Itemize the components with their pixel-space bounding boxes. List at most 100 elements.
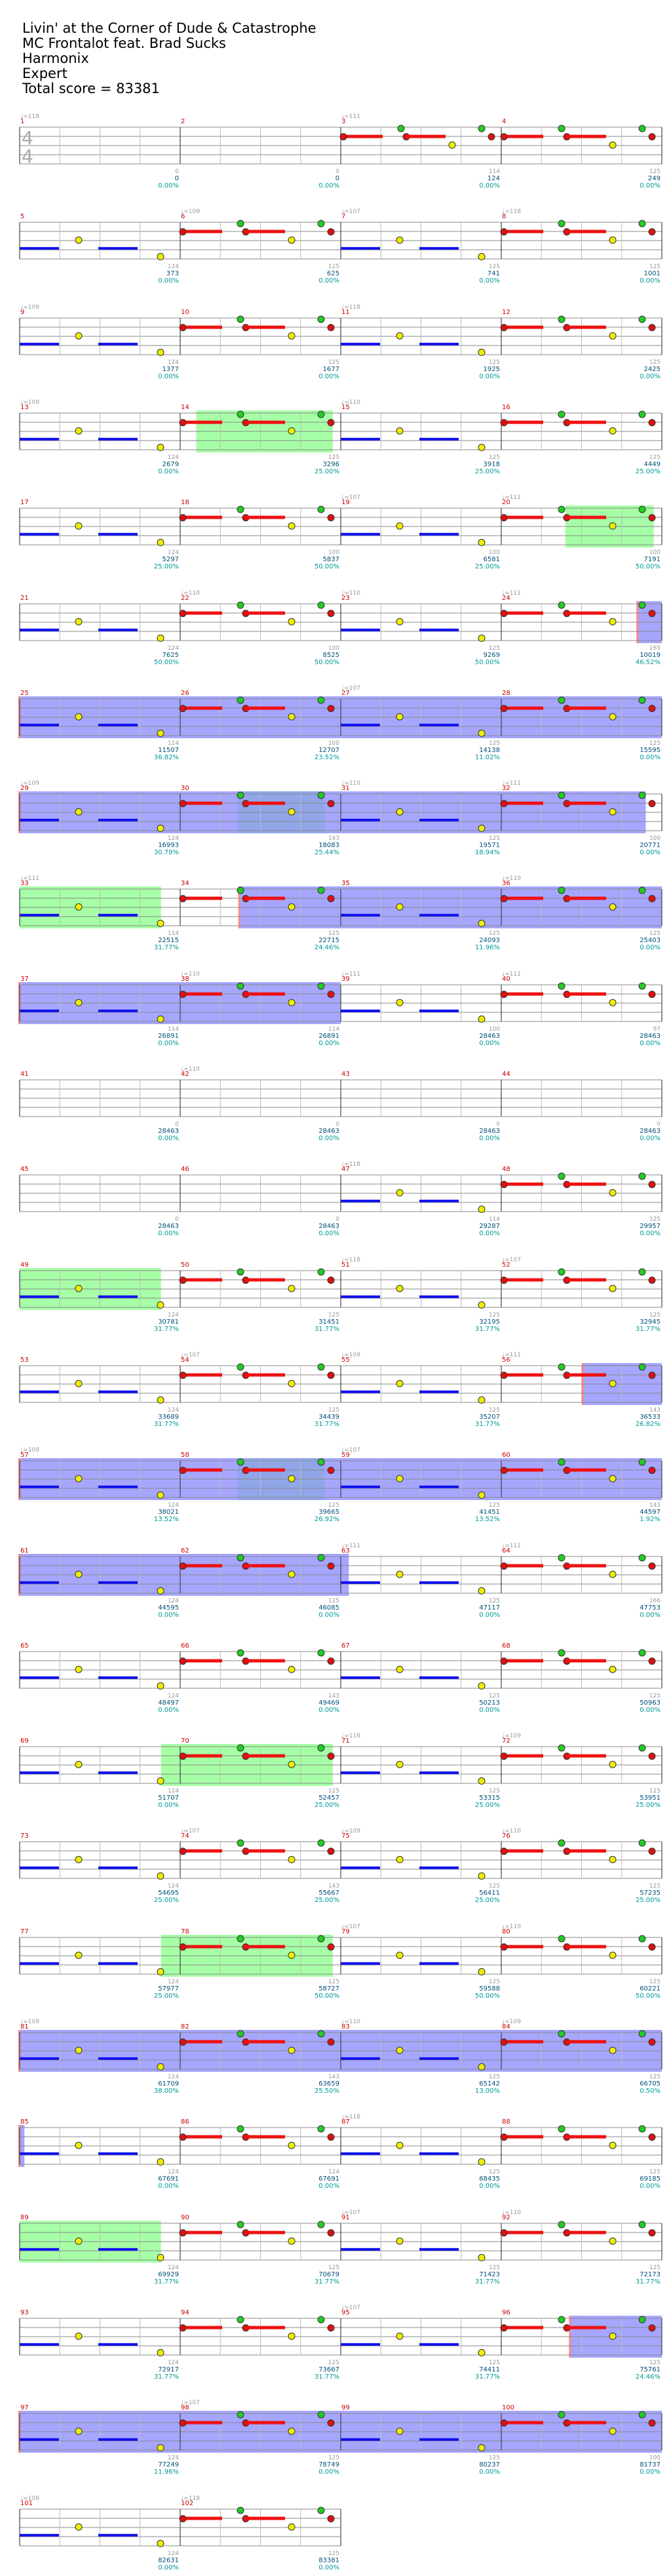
measure-number: 84 [502, 2023, 510, 2031]
yellow-note [75, 2141, 83, 2149]
measure-note-count: 125 [489, 454, 500, 461]
red-sustain [567, 2326, 606, 2329]
blue-sustain [419, 437, 459, 441]
blue-sustain [98, 2533, 138, 2537]
yellow-note [288, 1665, 296, 1673]
blue-sustain [98, 818, 138, 822]
measure-multiplier: 31.77% [154, 944, 179, 951]
yellow-note [288, 618, 296, 625]
measure-number: 39 [341, 976, 350, 983]
blue-sustain [20, 342, 59, 346]
measure-note-count: 143 [328, 835, 339, 842]
measure-note-count: 124 [168, 1693, 179, 1699]
green-note [558, 1268, 566, 1276]
measure-score: 47753 [640, 1604, 661, 1612]
yellow-note [288, 2046, 296, 2054]
measure-note-count: 125 [328, 930, 339, 937]
green-note [638, 1744, 646, 1752]
yellow-note [478, 634, 486, 642]
measure-score: 36533 [640, 1414, 661, 1421]
red-sustain [504, 706, 543, 710]
measure-note-count: 0 [336, 1216, 339, 1223]
measure-number: 35 [341, 880, 350, 887]
measure-number: 98 [181, 2404, 189, 2411]
measure-score: 29957 [640, 1223, 661, 1230]
measure-score: 28463 [640, 1033, 661, 1040]
measure-note-count: 125 [649, 1693, 661, 1699]
red-sustain [183, 2230, 222, 2234]
measure-score: 32195 [479, 1318, 500, 1326]
yellow-note [396, 2332, 404, 2340]
yellow-note [75, 1475, 83, 1482]
green-note [638, 2316, 646, 2324]
measure-number: 66 [181, 1642, 189, 1650]
blue-sustain [98, 2057, 138, 2060]
yellow-note [609, 427, 617, 435]
yellow-note [157, 2444, 164, 2451]
green-note [237, 1649, 244, 1657]
blue-sustain [20, 1771, 59, 1774]
measure-multiplier: 0.00% [479, 373, 500, 380]
red-sustain [246, 1278, 285, 1282]
red-note [179, 324, 187, 332]
yellow-note [75, 903, 83, 911]
red-sustain [567, 2040, 606, 2044]
red-note [648, 1657, 656, 1665]
tempo-marker: ♩=110 [341, 590, 360, 597]
red-note [327, 1372, 335, 1379]
measure-score: 741 [488, 270, 500, 277]
red-sustain [567, 1659, 606, 1663]
tempo-marker: ♩=111 [341, 113, 360, 120]
green-note [558, 886, 566, 894]
green-note [237, 315, 244, 323]
red-sustain [246, 2135, 285, 2139]
measure-score: 44597 [640, 1509, 661, 1516]
yellow-note [288, 1951, 296, 1959]
yellow-note [478, 729, 486, 737]
red-note [500, 1467, 508, 1475]
measure-score: 28463 [318, 1128, 339, 1135]
red-sustain [183, 1278, 222, 1282]
red-note [500, 419, 508, 427]
measure-number: 91 [341, 2214, 350, 2221]
measure-multiplier: 25.00% [475, 563, 500, 570]
red-note [327, 2038, 335, 2046]
measure-number: 49 [20, 1261, 29, 1269]
green-note [558, 2030, 566, 2038]
red-note [648, 991, 656, 999]
measure-multiplier: 0.00% [318, 2564, 339, 2571]
yellow-note [609, 1475, 617, 1482]
yellow-note [157, 824, 164, 832]
red-note [500, 1657, 508, 1665]
blue-sustain [98, 1390, 138, 1393]
measure-note-count: 124 [328, 2169, 339, 2175]
measure-number: 95 [341, 2309, 350, 2316]
yellow-note [478, 252, 486, 260]
measure-score: 124 [488, 175, 500, 182]
measure-multiplier: 0.50% [640, 2088, 661, 2095]
green-note [638, 315, 646, 323]
tempo-marker: ♩=107 [341, 494, 360, 501]
yellow-note [157, 729, 164, 737]
measure-multiplier: 50.00% [475, 659, 500, 666]
measure-note-count: 125 [649, 1883, 661, 1890]
tempo-marker: ♩=107 [341, 2305, 360, 2311]
yellow-note [396, 1379, 404, 1387]
red-sustain [183, 2326, 222, 2329]
measure-score: 55667 [318, 1890, 339, 1897]
red-sustain [504, 1659, 543, 1663]
red-sustain [183, 1659, 222, 1663]
red-sustain [504, 515, 543, 519]
red-note [648, 610, 656, 618]
yellow-note [157, 348, 164, 356]
red-sustain [246, 611, 285, 615]
green-note [638, 2221, 646, 2229]
measure-number: 85 [20, 2118, 29, 2126]
green-note [237, 1935, 244, 1943]
measure-score: 73667 [318, 2366, 339, 2373]
red-note [500, 1943, 508, 1951]
